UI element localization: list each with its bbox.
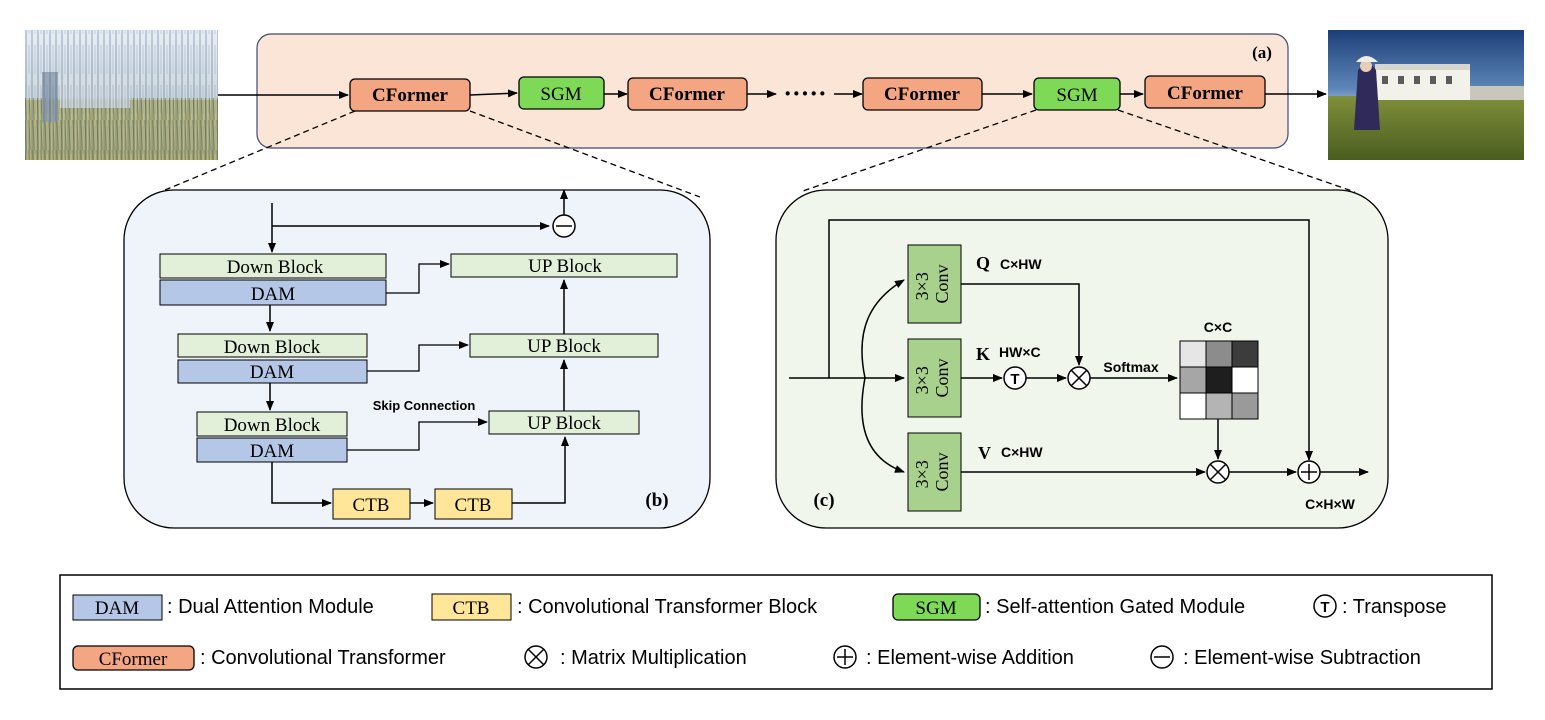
sgm-block-2: SGM	[1033, 77, 1121, 111]
svg-text:CFormer: CFormer	[99, 649, 168, 670]
svg-text:: Dual Attention Module: : Dual Attention Module	[167, 596, 374, 618]
svg-text:CTB: CTB	[353, 495, 390, 516]
svg-text:CFormer: CFormer	[1167, 83, 1244, 104]
svg-text:UP Block: UP Block	[527, 413, 601, 434]
output-dim-label: C×H×W	[1305, 496, 1356, 512]
svg-text:: Convolutional Transformer Bl: : Convolutional Transformer Block	[517, 596, 818, 618]
output-clean-image	[1328, 30, 1524, 160]
svg-text:T: T	[1320, 599, 1329, 616]
conv-v: 3×3 Conv	[907, 432, 962, 512]
svg-text:DAM: DAM	[250, 441, 294, 462]
svg-text:: Element-wise Addition: : Element-wise Addition	[866, 647, 1074, 669]
legend-subtraction: : Element-wise Subtraction	[1150, 645, 1421, 669]
q-dim-label: C×HW	[1000, 256, 1042, 272]
skip-connection-label: Skip Connection	[373, 398, 476, 413]
q-label: Q	[976, 253, 990, 273]
panel-a-label: (a)	[1252, 43, 1272, 62]
input-rainy-image	[25, 30, 218, 160]
conv-k: 3×3 Conv	[907, 338, 962, 418]
ctb-block-1: CTB	[332, 488, 411, 520]
panel-b-label: (b)	[645, 490, 668, 511]
matmul-symbol-2	[1206, 460, 1230, 484]
svg-text:: Convolutional Transformer: : Convolutional Transformer	[200, 647, 446, 669]
legend-matmul: : Matrix Multiplication	[524, 645, 747, 669]
svg-text:SGM: SGM	[1056, 85, 1097, 106]
sgm-block-1: SGM	[518, 76, 605, 110]
svg-text:SGM: SGM	[540, 84, 581, 105]
svg-text:DAM: DAM	[95, 598, 139, 619]
svg-text:CFormer: CFormer	[884, 84, 961, 105]
down-block-3: Down Block	[196, 411, 348, 437]
svg-text:Down Block: Down Block	[224, 415, 321, 436]
softmax-label: Softmax	[1103, 359, 1158, 375]
svg-text:: Element-wise Subtraction: : Element-wise Subtraction	[1183, 647, 1421, 669]
svg-text:Down Block: Down Block	[227, 257, 324, 278]
svg-text:UP Block: UP Block	[527, 336, 601, 357]
v-label: V	[978, 443, 991, 463]
svg-text:3×3 Conv: 3×3 Conv	[912, 452, 952, 491]
dam-2: DAM	[177, 359, 368, 384]
svg-text:Down Block: Down Block	[224, 337, 321, 358]
legend-dam: DAM : Dual Attention Module	[72, 594, 374, 621]
panel-c-label: (c)	[813, 490, 834, 511]
dam-1: DAM	[159, 279, 387, 306]
up-block-2: UP Block	[469, 333, 659, 358]
panel-b-background	[123, 189, 711, 529]
legend-sgm: SGM : Self-attention Gated Module	[892, 593, 1245, 621]
transpose-symbol: T	[1003, 366, 1027, 390]
v-dim-label: C×HW	[1001, 444, 1043, 460]
svg-text:: Matrix Multiplication: : Matrix Multiplication	[560, 647, 747, 669]
matmul-symbol-1	[1067, 366, 1091, 390]
svg-text:3×3 Conv: 3×3 Conv	[912, 358, 952, 397]
svg-text:T: T	[1010, 371, 1019, 388]
svg-text:DAM: DAM	[250, 362, 294, 383]
svg-text:CFormer: CFormer	[372, 85, 449, 106]
legend-addition: : Element-wise Addition	[833, 645, 1074, 669]
svg-text:CFormer: CFormer	[649, 84, 726, 105]
legend-transpose: T : Transpose	[1313, 594, 1447, 618]
subtraction-symbol	[552, 214, 576, 238]
legend-cformer: CFormer : Convolutional Transformer	[72, 645, 446, 671]
svg-text:CTB: CTB	[455, 495, 492, 516]
cc-label: C×C	[1204, 319, 1232, 335]
svg-text:: Self-attention Gated Module: : Self-attention Gated Module	[985, 596, 1245, 618]
addition-symbol	[1297, 460, 1321, 484]
svg-text:: Transpose: : Transpose	[1342, 596, 1447, 618]
svg-text:CTB: CTB	[453, 598, 490, 619]
legend-box	[59, 574, 1493, 690]
cformer-block-3: CFormer	[862, 77, 983, 111]
cformer-block-1: CFormer	[349, 78, 471, 112]
down-block-2: Down Block	[177, 333, 368, 358]
svg-text:UP Block: UP Block	[528, 256, 602, 277]
svg-text:3×3 Conv: 3×3 Conv	[912, 264, 952, 303]
up-block-1: UP Block	[450, 253, 678, 278]
up-block-3: UP Block	[488, 410, 640, 435]
legend-ctb: CTB : Convolutional Transformer Block	[431, 593, 818, 621]
down-block-1: Down Block	[159, 253, 387, 279]
cformer-block-2: CFormer	[627, 77, 748, 111]
attention-matrix	[1179, 340, 1259, 420]
dam-3: DAM	[196, 437, 348, 463]
cformer-block-4: CFormer	[1144, 75, 1266, 109]
pipeline-ellipsis: ·····	[783, 79, 826, 108]
ctb-block-2: CTB	[434, 488, 513, 520]
panel-c-background	[775, 189, 1389, 529]
svg-text:DAM: DAM	[251, 284, 295, 305]
conv-q: 3×3 Conv	[907, 244, 962, 324]
k-label: K	[976, 344, 990, 364]
svg-text:SGM: SGM	[915, 598, 956, 619]
k-dim-label: HW×C	[999, 344, 1041, 360]
